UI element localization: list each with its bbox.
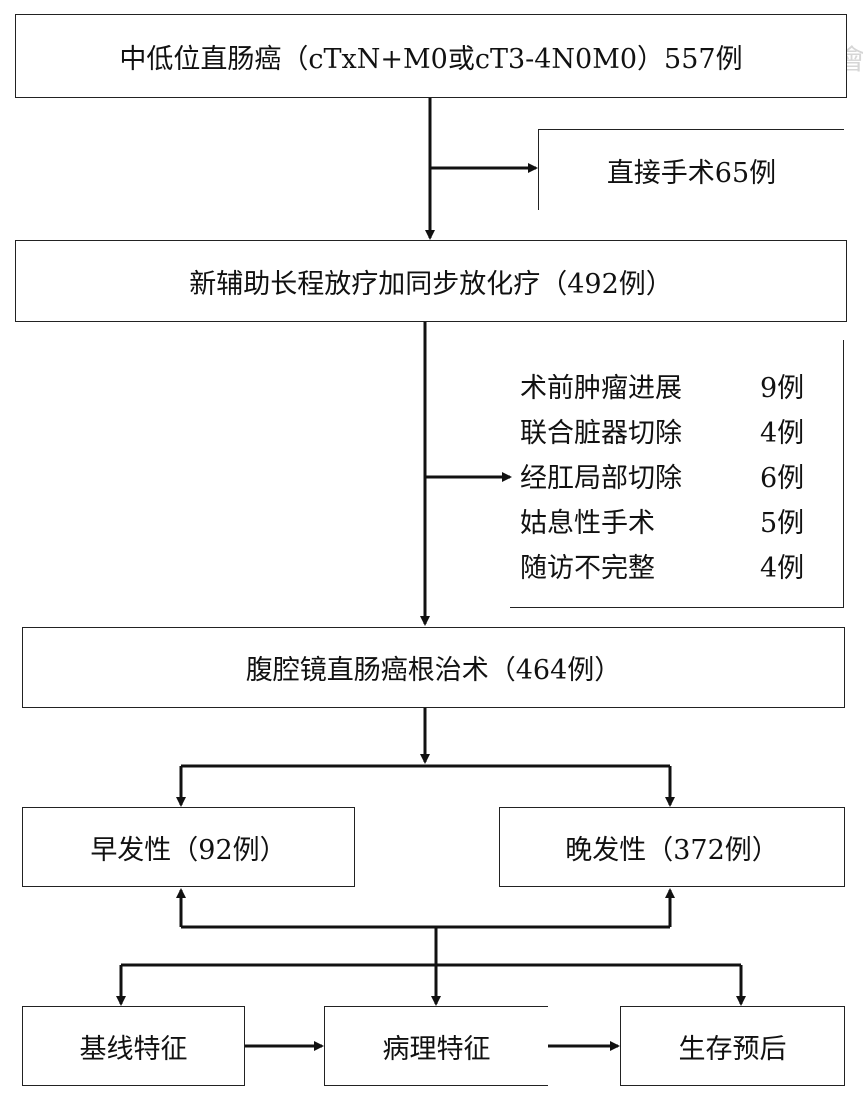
exclusion-reason: 联合脏器切除 [520, 418, 682, 449]
baseline-box: 基线特征 [22, 1006, 245, 1086]
cohort-box: 中低位直肠癌（cTxN+M0或cT3-4N0M0）557例 [15, 14, 847, 98]
cohort-label: 中低位直肠癌（cTxN+M0或cT3-4N0M0）557例 [119, 43, 743, 75]
exclusion-count: 9例 [760, 373, 805, 404]
late-onset-label: 晚发性（372例） [565, 834, 779, 866]
early-onset-label: 早发性（92例） [90, 834, 287, 866]
direct-surgery-box: 直接手术65例 [538, 129, 844, 210]
prognosis-box: 生存预后 [620, 1006, 845, 1086]
nct-box: 新辅助长程放疗加同步放化疗（492例） [15, 240, 847, 322]
exclusion-reason: 姑息性手术 [520, 508, 655, 539]
pathology-box: 病理特征 [324, 1006, 548, 1086]
exclusion-reason: 术前肿瘤进展 [520, 373, 682, 404]
exclusion-count: 5例 [760, 508, 805, 539]
early-onset-box: 早发性（92例） [22, 807, 355, 887]
exclusion-count: 4例 [760, 418, 805, 449]
laparoscopic-box: 腹腔镜直肠癌根治术（464例） [22, 627, 845, 708]
laparoscopic-label: 腹腔镜直肠癌根治术（464例） [245, 655, 622, 686]
exclusion-reason: 经肛局部切除 [520, 463, 682, 494]
exclusion-count: 4例 [760, 553, 805, 584]
pathology-label: 病理特征 [382, 1033, 491, 1065]
prognosis-label: 生存预后 [678, 1033, 787, 1065]
exclusion-count: 6例 [760, 463, 805, 494]
baseline-label: 基线特征 [79, 1033, 188, 1065]
exclusion-box [510, 340, 844, 608]
late-onset-box: 晚发性（372例） [499, 807, 845, 887]
direct-surgery-label: 直接手术65例 [606, 157, 777, 189]
exclusion-reason: 随访不完整 [520, 553, 655, 584]
nct-label: 新辅助长程放疗加同步放化疗（492例） [189, 268, 673, 300]
